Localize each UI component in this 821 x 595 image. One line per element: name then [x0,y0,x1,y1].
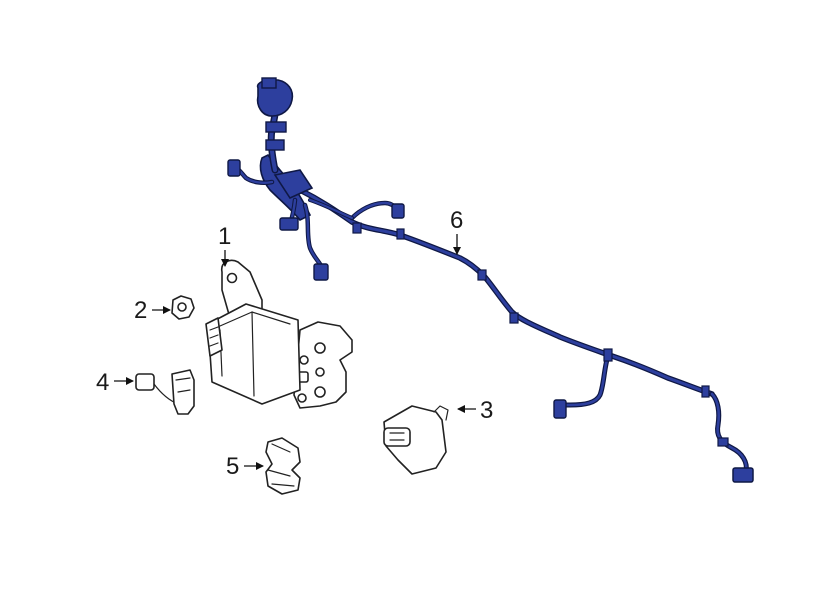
bracket-clip[interactable] [265,437,301,495]
callout-5: 5 [226,453,264,480]
nut[interactable] [171,295,195,320]
callout-3: 3 [457,397,493,424]
callout-label-2: 2 [134,297,147,324]
callout-label-5: 5 [226,453,239,480]
callout-1: 1 [218,223,231,267]
callout-label-6: 6 [450,207,463,234]
connector[interactable] [383,405,449,475]
wiring-harness[interactable] [227,77,754,483]
callout-label-1: 1 [218,223,231,250]
callout-label-3: 3 [480,397,493,424]
pigtail-sensor[interactable] [135,369,195,415]
callout-label-4: 4 [96,369,109,396]
callout-4: 4 [96,369,134,396]
callout-6: 6 [450,207,463,255]
callout-2: 2 [134,297,171,324]
control-module[interactable] [205,259,353,409]
